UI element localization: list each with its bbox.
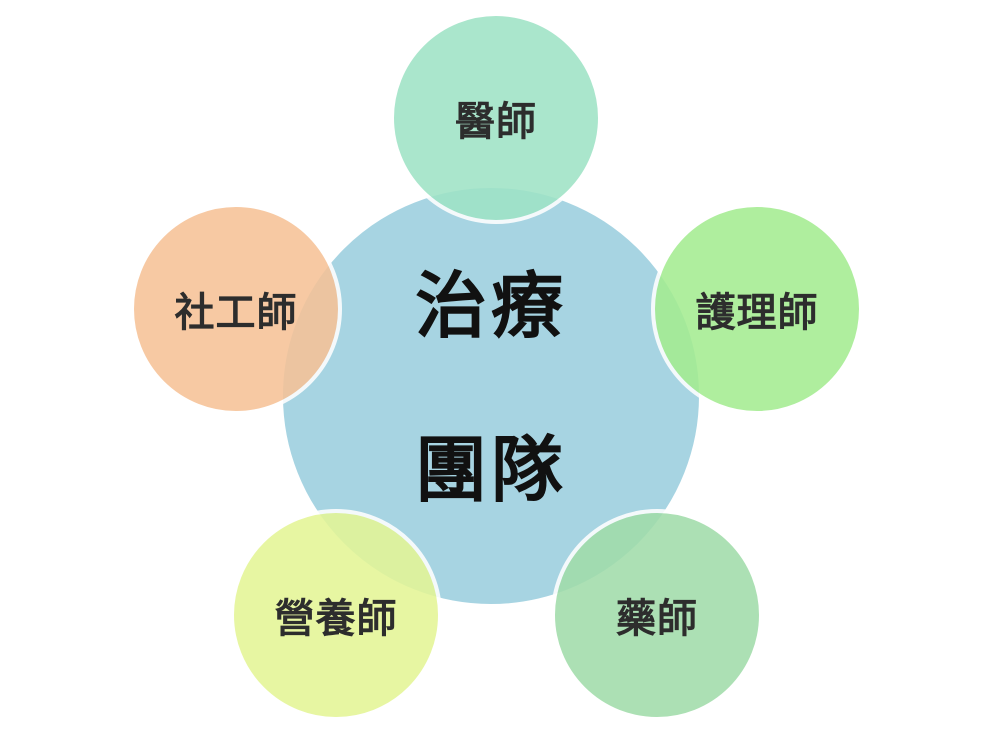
node-nurse: 護理師	[651, 203, 863, 415]
node-dietitian: 營養師	[230, 509, 442, 721]
node-dietitian-label: 營養師	[274, 596, 398, 642]
node-doctor: 醫師	[390, 12, 602, 224]
node-nurse-label: 護理師	[695, 290, 819, 336]
node-doctor-label: 醫師	[455, 99, 537, 145]
node-social-worker-label: 社工師	[174, 290, 298, 336]
center-label-line1: 治療	[414, 264, 567, 348]
center-label-line2: 團隊	[414, 428, 567, 512]
node-pharmacist-label: 藥師	[616, 596, 698, 642]
node-pharmacist: 藥師	[551, 509, 763, 721]
node-social-worker: 社工師	[130, 203, 342, 415]
